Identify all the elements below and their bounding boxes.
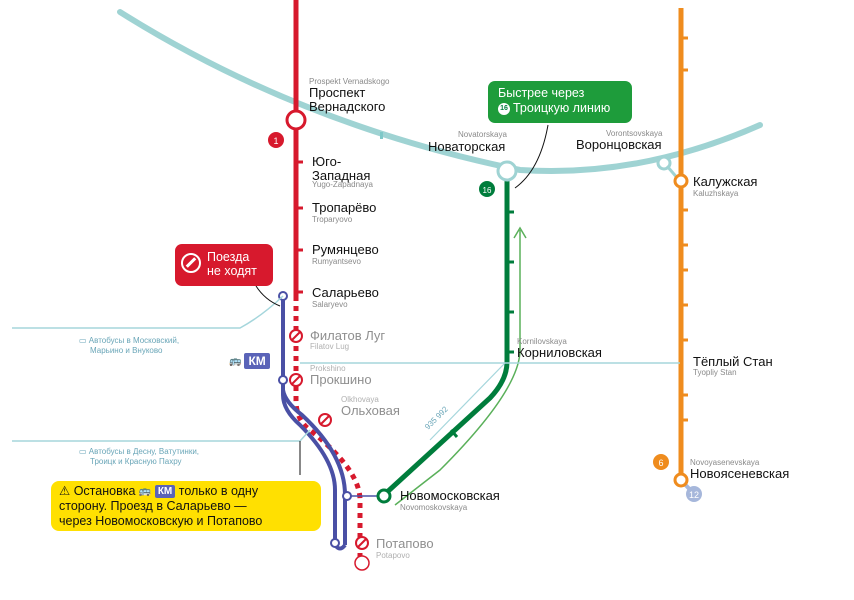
warn-km-badge: КМ	[154, 485, 176, 499]
line-1-ticks	[296, 160, 303, 294]
bus-moscow-label: ▭ Автобусы в Московский,Марьино и Внуков…	[79, 336, 179, 355]
label-novomoskovskaya-ru: Новомосковская	[400, 488, 500, 503]
bus-route-label: 935 992	[423, 404, 450, 431]
fast-callout-line2: Троицкую линию	[513, 101, 611, 115]
label-novatorskaya-ru: Новаторская	[428, 139, 505, 154]
station-novatorskaya-marker[interactable]	[496, 160, 518, 182]
bus-desna-label: ▭ Автобусы в Десну, Ватутинки,Троицк и К…	[79, 447, 199, 466]
label-rumyantsevo-en: Rumyantsevo	[312, 257, 361, 266]
bkl-line	[117, 9, 763, 175]
station-novoyasenevskaya-marker[interactable]	[673, 472, 689, 488]
line-12-badge	[686, 486, 702, 502]
line-16-ticks	[449, 210, 514, 438]
line-1-badge	[268, 132, 284, 148]
label-vorontsovskaya-ru: Воронцовская	[576, 137, 662, 152]
label-prospekt-en: Prospekt Vernadskogo	[309, 77, 390, 86]
line-6-badge	[653, 454, 669, 470]
line-12-number: 12	[689, 490, 699, 500]
line-16	[383, 171, 510, 496]
label-kaluzhskaya-en: Kaluzhskaya	[693, 189, 739, 198]
station-prospekt-marker[interactable]	[285, 109, 307, 131]
label-troparevo-ru: Тропарёво	[312, 200, 376, 215]
label-potapovo-en: Potapovo	[376, 551, 410, 560]
shuttle-prokshino-marker[interactable]	[278, 375, 288, 385]
shuttle-novomoskovskaya-marker[interactable]	[342, 491, 352, 501]
line-6-ticks	[681, 36, 688, 422]
closed-station-slashes	[291, 331, 367, 548]
shuttle-line-left	[281, 296, 337, 545]
warn-line2: сторону. Проезд в Саларьево —	[59, 499, 247, 514]
shuttle-line-right	[281, 296, 347, 545]
warn-pre: Остановка	[73, 484, 136, 498]
label-teply-ru: Тёплый Стан	[693, 354, 773, 369]
label-novoyasenevskaya-en: Novoyasenevskaya	[690, 458, 760, 467]
label-yugo-en: Yugo-Zapadnaya	[312, 180, 373, 189]
station-kaluzhskaya-marker[interactable]	[673, 173, 689, 189]
label-kornilovskaya-ru: Корниловская	[517, 345, 602, 360]
label-olkhovaya-en: Olkhovaya	[341, 395, 379, 404]
km-badge: КМ	[244, 353, 270, 369]
fast-callout-pointer	[514, 124, 549, 189]
label-novoyasenevskaya-ru: Новоясеневская	[690, 466, 789, 481]
label-filatov-en: Filatov Lug	[310, 342, 349, 351]
label-salarevo-ru: Саларьево	[312, 285, 379, 300]
line-1-number: 1	[273, 136, 278, 146]
bkl-tick	[380, 132, 383, 139]
warning-icon: ⚠	[59, 484, 71, 498]
label-novatorskaya-en: Novatorskaya	[458, 130, 507, 139]
label-vorontsovskaya-en: Vorontsovskaya	[606, 129, 663, 138]
station-novomoskovskaya-marker[interactable]	[376, 488, 392, 504]
km-shuttle-icon: 🚌 КМ	[229, 353, 270, 369]
fast-route-arrow-line	[394, 230, 521, 506]
label-troparevo-en: Troparyovo	[312, 215, 353, 224]
warn-bus-icon: 🚌	[138, 486, 152, 498]
depot-icon	[354, 555, 370, 571]
label-olkhovaya-ru: Ольховая	[341, 403, 400, 418]
label-kaluzhskaya-ru: Калужская	[693, 174, 757, 189]
label-filatov-ru: Филатов Луг	[310, 328, 385, 343]
label-salarevo-en: Salaryevo	[312, 300, 348, 309]
label-novomoskovskaya-en: Novomoskovskaya	[400, 503, 468, 512]
label-teply-en: Tyopliy Stan	[693, 368, 737, 377]
one-way-warning-callout: ⚠ Остановка 🚌 КМ только в одну сторону. …	[51, 481, 321, 531]
label-rumyantsevo-ru: Румянцево	[312, 242, 379, 257]
bus-icon: 🚌	[229, 355, 242, 367]
line-16-mini-badge: 16	[498, 102, 510, 115]
line-6-number: 6	[658, 458, 663, 468]
no-entry-icon	[181, 253, 201, 273]
bus-line-desna	[12, 429, 311, 442]
bus-line-route	[429, 362, 506, 441]
fast-callout-line1: Быстрее через	[498, 86, 585, 100]
fast-route-arrowhead	[513, 226, 527, 239]
line-16-badge	[479, 181, 495, 197]
bus-line-moscow	[12, 295, 284, 329]
warn-post: только в одну	[178, 484, 259, 498]
label-prokshino-ru: Прокшино	[310, 372, 372, 387]
warn-line3: через Новомосковскую и Потапово	[59, 514, 263, 529]
shuttle-potapovo-marker[interactable]	[330, 538, 340, 548]
line-16-number: 16	[483, 186, 492, 195]
label-kornilovskaya-en: Kornilovskaya	[517, 337, 567, 346]
label-potapovo-ru: Потапово	[376, 536, 434, 551]
label-yugo-ru: Юго-Западная	[312, 154, 370, 183]
label-prokshino-en: Prokshino	[310, 364, 346, 373]
closed-callout-pointer	[255, 285, 281, 307]
